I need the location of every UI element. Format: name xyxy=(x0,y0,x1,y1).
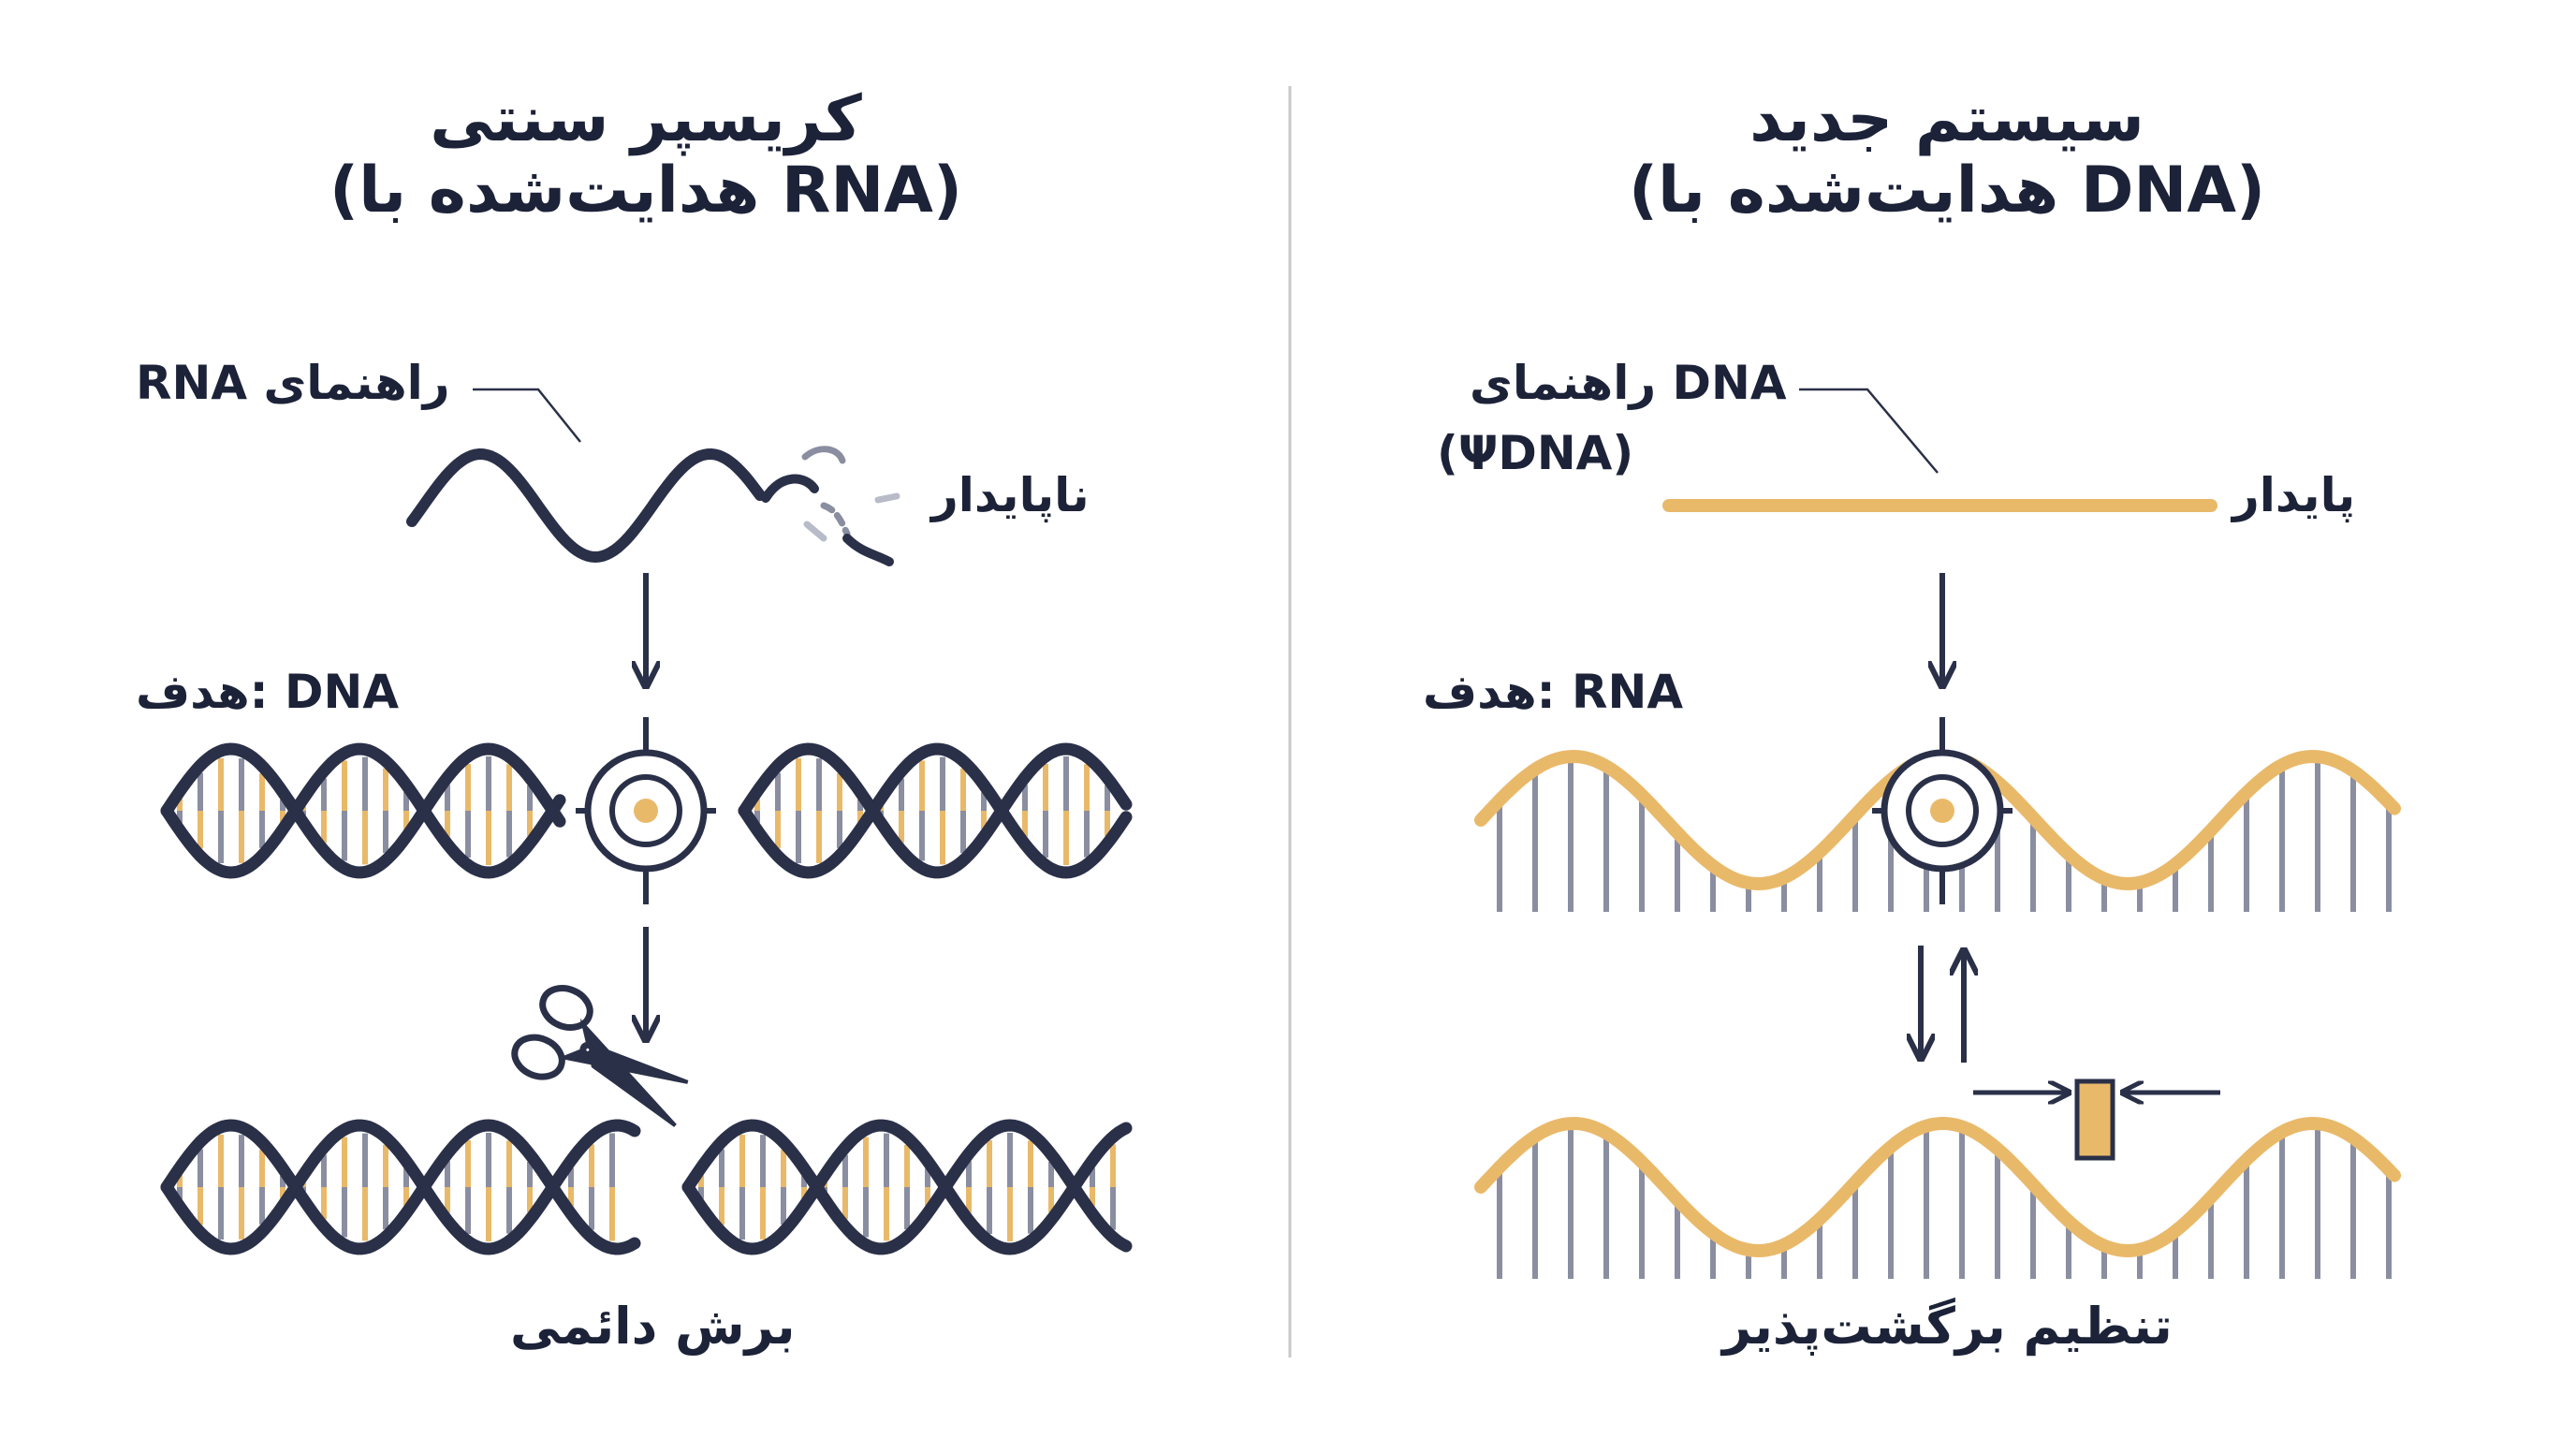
scissors-icon xyxy=(511,985,689,1127)
cut-dna-helix-left-piece xyxy=(160,1119,641,1255)
binding-block-icon xyxy=(2074,1078,2115,1161)
rna-wave-path xyxy=(406,448,766,564)
helix-backbone-strand-b xyxy=(738,742,1133,879)
target-dna-helix-right-half xyxy=(738,742,1133,879)
reticle-center-dot xyxy=(634,799,658,823)
left-guide-leader-line xyxy=(473,388,581,443)
target-icon xyxy=(576,717,716,904)
degrading-rna-fragments-icon xyxy=(761,446,900,566)
regulated-rna-strand xyxy=(1474,1116,2401,1279)
right-target-label: هدف: RNA xyxy=(1423,665,1684,719)
helix-backbone-strand-b xyxy=(160,1119,641,1255)
left-title-line-1: کریسپر سنتی xyxy=(430,82,862,156)
left-guide-label: راهنمای RNA xyxy=(136,356,450,410)
rna-backbone xyxy=(1474,1116,2401,1258)
right-title-line-1: سیستم جدید xyxy=(1749,82,2144,156)
right-guide-label-line-1: راهنمای DNA xyxy=(1470,356,1787,410)
helix-backbone-strand-a xyxy=(738,742,1133,879)
cut-dna-helix-right-piece xyxy=(681,1119,1133,1255)
target-icon xyxy=(1872,717,2012,904)
helix-backbone-strand-a xyxy=(681,1119,1133,1255)
helix-backbone-strand-a xyxy=(160,1119,641,1255)
reticle-center-dot xyxy=(1930,799,1954,823)
right-guide-label-line-2: (ΨDNA) xyxy=(1437,426,1634,480)
left-title-line-2: (هدایت‌شده با RNA) xyxy=(329,154,963,228)
right-guide-leader-line xyxy=(1799,388,1939,474)
left-outcome-label: برش دائمی xyxy=(510,1297,796,1356)
right-guide-state: پایدار xyxy=(2232,468,2356,522)
left-target-label: هدف: DNA xyxy=(136,665,400,719)
left-guide-state: ناپایدار xyxy=(931,468,1090,522)
rna-guide-strand-icon xyxy=(406,448,766,564)
right-title: سیستم جدید (هدایت‌شده با DNA) xyxy=(1526,82,2368,228)
right-title-line-2: (هدایت‌شده با DNA) xyxy=(1628,154,2266,228)
left-title: کریسپر سنتی (هدایت‌شده با RNA) xyxy=(225,82,1067,228)
helix-backbone-strand-a xyxy=(160,742,566,879)
right-outcome-label: تنظیم برگشت‌پذیر xyxy=(1722,1297,2173,1356)
helix-backbone-strand-b xyxy=(681,1119,1133,1255)
target-dna-helix-left-half xyxy=(160,742,566,879)
helix-backbone-strand-b xyxy=(160,742,566,879)
